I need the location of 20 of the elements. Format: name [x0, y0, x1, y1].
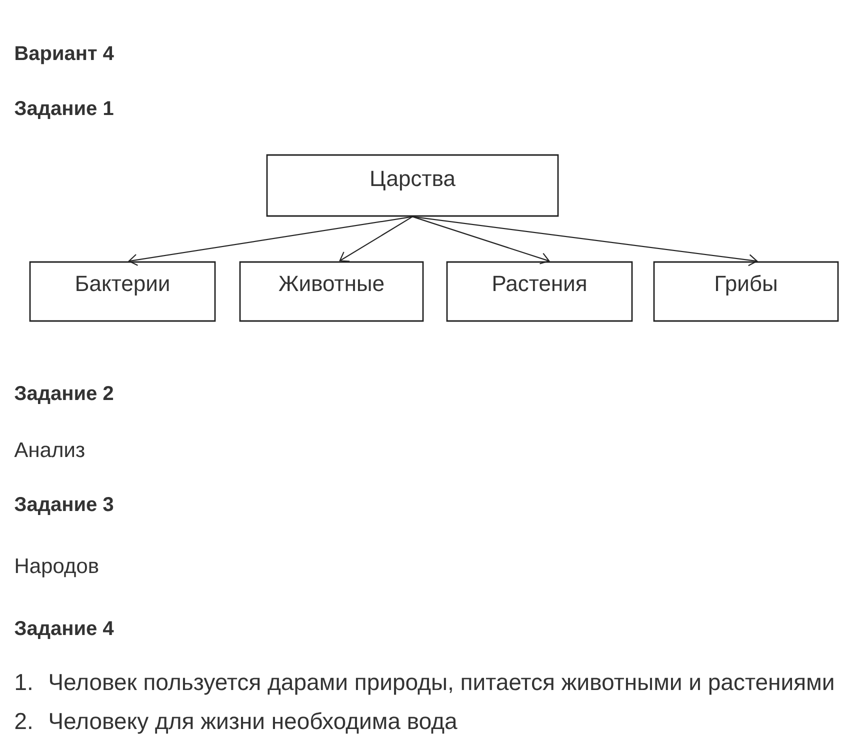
list-number: 1.	[16, 674, 32, 690]
answer-text: Народов	[16, 558, 98, 578]
answer-text: Анализ	[14, 442, 84, 458]
arrow	[412, 216, 550, 264]
section-heading: Задание 3	[14, 497, 114, 515]
arrow	[128, 216, 413, 266]
arrow	[339, 216, 413, 262]
list-item: Человек пользуется дарами природы, питается животными и растениями	[50, 674, 834, 695]
section-heading: Задание 2	[14, 386, 114, 404]
heading: Вариант 4	[16, 46, 114, 64]
concept-box: Бактерии	[29, 261, 216, 322]
list-number: 2.	[15, 712, 32, 729]
list-item: Человеку для жизни необходима вода	[50, 712, 458, 734]
arrow	[412, 216, 758, 266]
section-heading: Задание 4	[14, 621, 114, 639]
concept-box: Царства	[266, 154, 559, 217]
section-heading: Задание 1	[14, 101, 114, 119]
concept-box: Животные	[239, 261, 424, 322]
concept-box: Растения	[446, 261, 633, 322]
concept-box: Грибы	[653, 261, 839, 322]
